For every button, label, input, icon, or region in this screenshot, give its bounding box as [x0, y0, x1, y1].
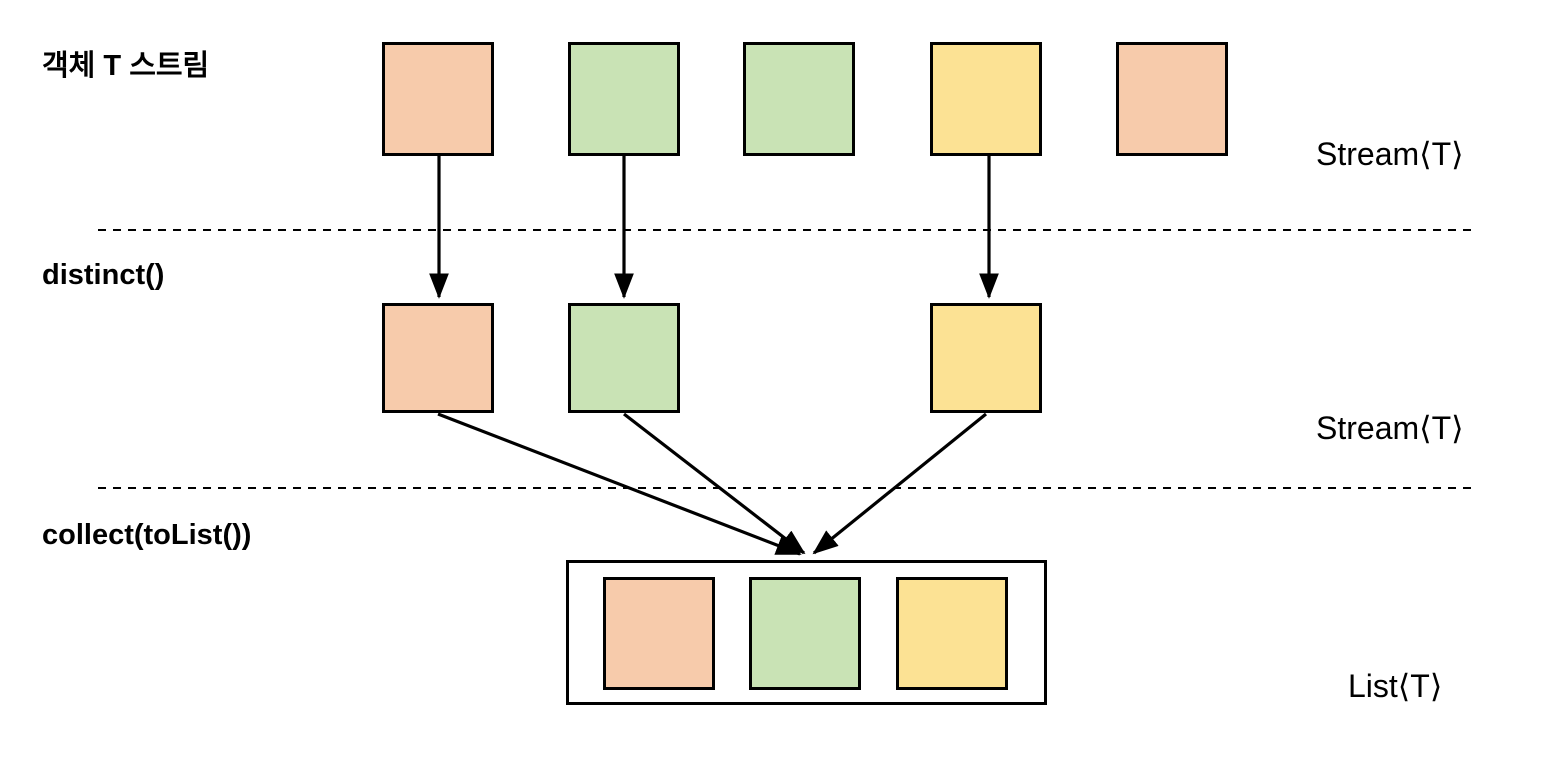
arrow-distinct1-to-list — [437, 412, 802, 556]
stage-label-source: 객체 T 스트림 — [42, 50, 210, 82]
type-label-stream-mid: Stream⟨T⟩ — [1316, 410, 1464, 446]
source-element-1 — [382, 42, 494, 156]
distinct-element-3 — [930, 303, 1042, 413]
type-label-list: List⟨T⟩ — [1348, 668, 1443, 704]
arrow-distinct3-to-list — [812, 412, 988, 555]
distinct-element-2 — [568, 303, 680, 413]
arrow-distinct2-to-list — [623, 412, 806, 555]
source-element-3 — [743, 42, 855, 156]
type-label-stream-top: Stream⟨T⟩ — [1316, 136, 1464, 172]
stage-label-distinct: distinct() — [42, 259, 165, 291]
stage-label-collect: collect(toList()) — [42, 519, 252, 551]
distinct-element-1 — [382, 303, 494, 413]
list-item-2 — [749, 577, 861, 690]
source-element-2 — [568, 42, 680, 156]
list-item-3 — [896, 577, 1008, 690]
source-element-5 — [1116, 42, 1228, 156]
list-item-1 — [603, 577, 715, 690]
source-element-4 — [930, 42, 1042, 156]
